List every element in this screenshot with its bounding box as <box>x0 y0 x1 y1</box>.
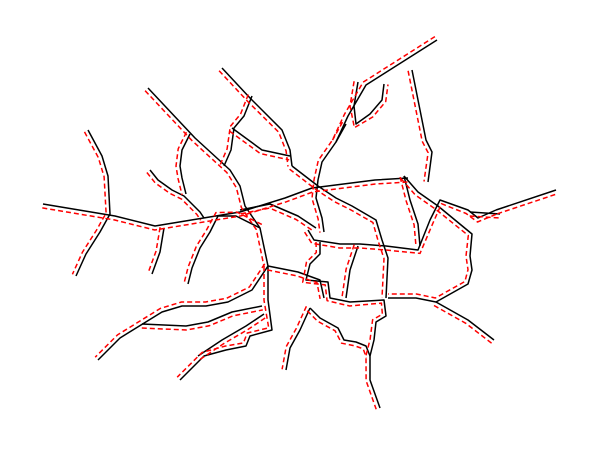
road-offset-line <box>303 202 498 255</box>
road-line <box>97 265 269 361</box>
road-offset-line <box>388 178 470 299</box>
road-line <box>221 67 293 167</box>
road-offset-line <box>71 131 107 275</box>
roads-layer <box>42 39 557 409</box>
road-line <box>179 133 191 195</box>
road-line <box>231 127 291 157</box>
road-offset-line <box>146 172 202 221</box>
road-offset-line <box>301 241 384 410</box>
roads-offset-layer <box>42 35 558 410</box>
road-line <box>223 95 253 167</box>
road-offset-line <box>229 130 290 161</box>
road-offset-line <box>147 227 161 273</box>
road-line <box>267 265 325 299</box>
road-offset-line <box>94 263 266 358</box>
road-line <box>141 305 263 327</box>
road-offset-line <box>433 304 493 344</box>
road-line <box>197 313 265 357</box>
road-line <box>309 307 371 357</box>
road-line <box>315 39 438 233</box>
road-line <box>147 87 269 267</box>
road-offset-line <box>176 266 270 378</box>
road-offset-line <box>289 168 385 298</box>
road-offset-line <box>240 207 315 232</box>
road-offset-line <box>281 305 308 370</box>
road-line <box>187 215 261 285</box>
road-line <box>307 199 497 251</box>
road-line <box>335 123 347 143</box>
road-line <box>469 211 501 215</box>
road-offset-line <box>219 94 249 165</box>
road-line <box>291 165 389 299</box>
road-offset-line <box>341 244 355 298</box>
road-offset-line <box>407 70 429 182</box>
road-offset-line <box>306 310 368 358</box>
road-offset-line <box>141 309 263 331</box>
road-line <box>403 175 421 247</box>
road-offset-line <box>349 81 389 129</box>
road-line <box>388 175 473 303</box>
road-offset-line <box>469 215 500 219</box>
road-line <box>435 301 495 341</box>
road-offset-line <box>199 316 267 360</box>
road-offset-line <box>218 70 289 167</box>
road-offset-line <box>497 193 558 215</box>
road-offset-line <box>331 121 344 141</box>
road-line <box>353 81 385 125</box>
road-line <box>285 307 311 371</box>
road-line <box>75 129 111 277</box>
road-offset-line <box>175 131 188 196</box>
road-line <box>151 227 165 275</box>
road-line <box>411 69 433 183</box>
road-offset-line <box>267 269 321 300</box>
road-offset-line <box>399 176 417 247</box>
road-line <box>495 189 557 211</box>
road-offset-line <box>311 35 436 233</box>
road-line <box>149 169 205 219</box>
road-offset-line <box>144 90 265 267</box>
road-line <box>305 242 387 409</box>
road-offset-line <box>42 181 409 231</box>
road-offset-line <box>183 211 263 284</box>
road-line <box>345 245 359 299</box>
road-line <box>239 203 317 229</box>
